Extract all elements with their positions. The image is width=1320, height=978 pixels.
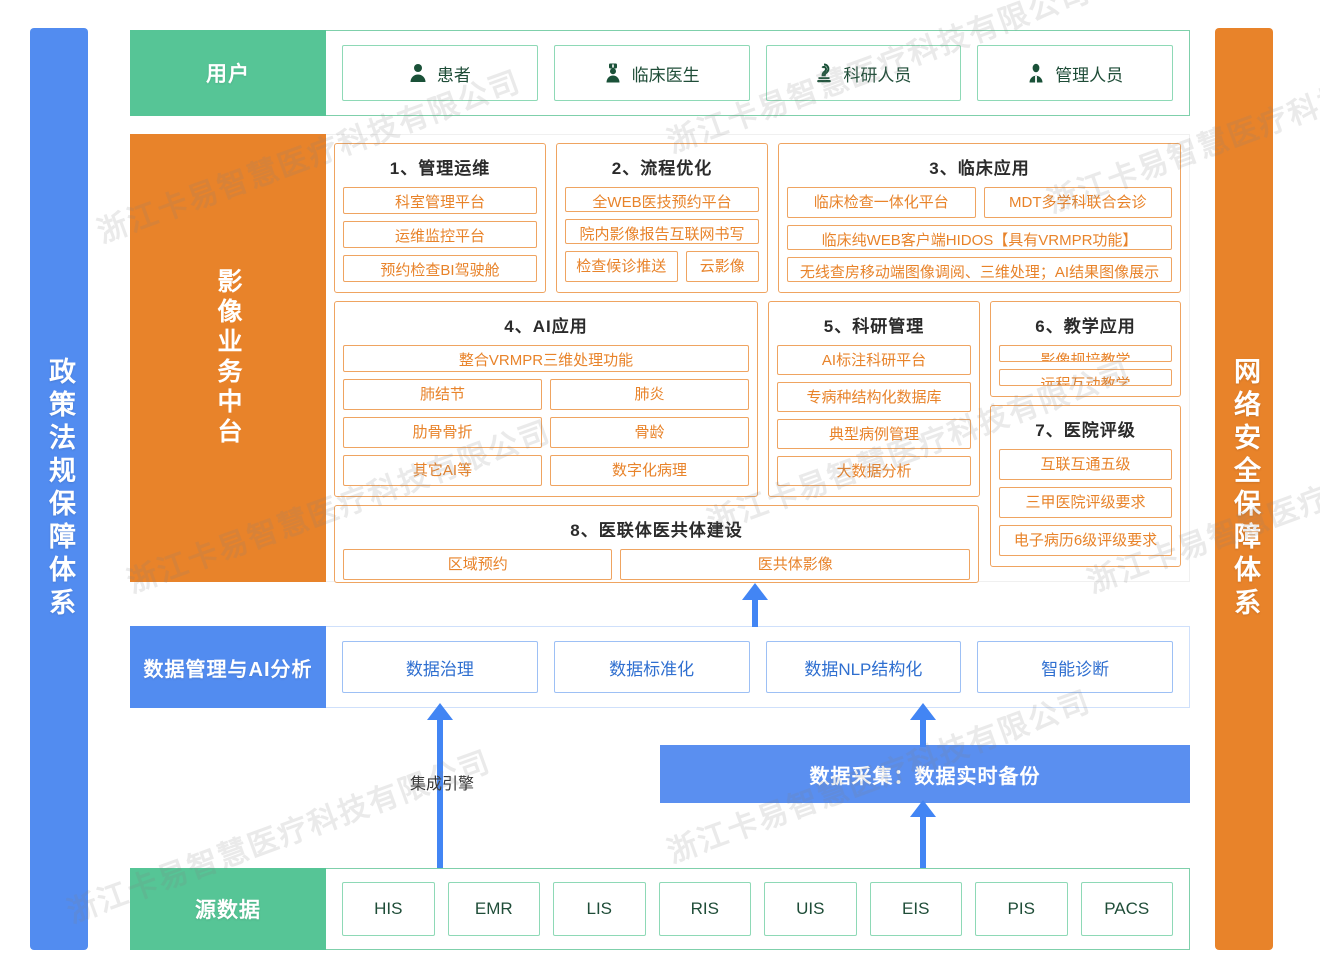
arrow-head [742,583,768,600]
group-chip[interactable]: 三甲医院评级要求 [999,487,1172,518]
user-card-researcher[interactable]: 科研人员 [765,45,962,101]
group-title: 3、临床应用 [929,159,1030,178]
group-chip[interactable]: 电子病历6级评级要求 [999,525,1172,556]
source-chip-eis[interactable]: EIS [869,882,962,936]
group-card-6: 6、教学应用 影像规培教学 远程互动教学 [990,301,1181,397]
group-title: 4、AI应用 [504,317,588,336]
imaging-platform-label: 影像业务中台 [130,134,326,582]
arrow-platform-to-data [742,583,768,627]
users-list: 患者 临床医生 科研人员 管理人员 [326,30,1190,116]
arrow-shaft [920,815,926,870]
group-chip[interactable]: 科室管理平台 [343,187,537,214]
arrow-source-to-collection [910,800,936,870]
arrow-integration-engine [427,703,453,871]
arrow-head [427,703,453,720]
arrow-shaft [752,598,758,627]
data-chip-governance[interactable]: 数据治理 [342,641,538,693]
group-card-2: 2、流程优化 全WEB医技预约平台 院内影像报告互联网书写 检查候诊推送 云影像 [556,143,768,293]
data-management-band: 数据管理与AI分析 数据治理 数据标准化 数据NLP结构化 智能诊断 [130,626,1190,708]
user-card-label: 科研人员 [843,65,912,85]
users-band-label: 用户 [130,30,326,116]
user-card-label: 患者 [436,65,471,85]
group-card-5: 5、科研管理 AI标注科研平台 专病种结构化数据库 典型病例管理 大数据分析 [768,301,980,497]
group-chip[interactable]: 肋骨骨折 [343,417,542,448]
group-chip[interactable]: 肺炎 [550,379,749,410]
data-chip-standardization[interactable]: 数据标准化 [553,641,750,693]
group-chip[interactable]: 医共体影像 [620,549,970,580]
manager-icon [1027,63,1045,83]
group-title: 2、流程优化 [611,159,713,178]
source-data-label: 源数据 [130,868,326,950]
arrow-shaft [920,718,926,747]
group-chip[interactable]: 其它AI等 [343,455,542,486]
group-title: 1、管理运维 [389,159,491,178]
group-card-7: 7、医院评级 互联互通五级 三甲医院评级要求 电子病历6级评级要求 [990,405,1181,567]
data-management-label: 数据管理与AI分析 [130,626,326,708]
group-card-8: 8、医联体医共体建设 区域预约 医共体影像 [334,505,979,583]
data-management-list: 数据治理 数据标准化 数据NLP结构化 智能诊断 [326,626,1190,708]
group-chip[interactable]: 区域预约 [343,549,613,580]
group-chip[interactable]: 临床检查一体化平台 [787,187,976,218]
integration-engine-label: 集成引擎 [409,776,474,793]
user-card-patient[interactable]: 患者 [342,45,538,101]
group-chip[interactable]: 院内影像报告互联网书写 [565,219,759,244]
imaging-platform-band: 影像业务中台 1、管理运维 科室管理平台 运维监控平台 预约检查BI驾驶舱 2、… [130,134,1190,583]
group-title: 6、教学应用 [1035,317,1136,336]
group-chip[interactable]: 预约检查BI驾驶舱 [343,255,537,282]
group-card-1: 1、管理运维 科室管理平台 运维监控平台 预约检查BI驾驶舱 [334,143,546,293]
group-title: 8、医联体医共体建设 [570,521,743,540]
arrow-head [910,800,936,817]
group-card-3: 3、临床应用 临床检查一体化平台 MDT多学科联合会诊 临床纯WEB客户端HID… [778,143,1181,293]
user-card-label: 管理人员 [1055,65,1124,85]
data-collection-box: 数据采集：数据实时备份 [660,745,1190,803]
source-data-band: 源数据 HIS EMR LIS RIS UIS EIS PIS PACS [130,868,1190,950]
source-chip-pis[interactable]: PIS [975,882,1068,936]
group-chip[interactable]: 影像规培教学 [999,345,1172,362]
arrow-collection-to-data [910,703,936,747]
group-chip[interactable]: 检查候诊推送 [565,251,678,282]
group-title: 7、医院评级 [1035,421,1136,440]
group-card-4: 4、AI应用 整合VRMPR三维处理功能 肺结节 肺炎 肋骨骨折 骨龄 其它AI… [334,301,758,497]
doctor-icon [604,63,622,83]
data-chip-intelligent-diagnosis[interactable]: 智能诊断 [977,641,1173,693]
source-chip-uis[interactable]: UIS [764,882,857,936]
users-band: 用户 患者 临床医生 科研人员 管理人员 [130,30,1190,116]
group-chip[interactable]: 云影像 [685,251,759,282]
group-chip[interactable]: 数字化病理 [550,455,749,486]
group-chip[interactable]: 骨龄 [550,417,749,448]
source-chip-pacs[interactable]: PACS [1080,882,1173,936]
source-chip-his[interactable]: HIS [342,882,435,936]
arrow-shaft [437,718,443,871]
left-pillar-policy-regulation: 政策法规保障体系 [30,28,88,950]
source-data-list: HIS EMR LIS RIS UIS EIS PIS PACS [326,868,1190,950]
microscope-icon [815,63,833,83]
group-chip[interactable]: AI标注科研平台 [777,345,971,375]
user-card-label: 临床医生 [631,65,700,85]
user-card-clinician[interactable]: 临床医生 [553,45,750,101]
group-chip[interactable]: 远程互动教学 [999,369,1172,386]
group-chip[interactable]: 临床纯WEB客户端HIDOS【具有VRMPR功能】 [787,225,1172,250]
right-pillar-network-security: 网络安全保障体系 [1215,28,1273,950]
user-card-administrator[interactable]: 管理人员 [977,45,1173,101]
group-title: 5、科研管理 [823,317,925,336]
group-chip[interactable]: 无线查房移动端图像调阅、三维处理；AI结果图像展示 [787,257,1172,282]
group-chip[interactable]: 运维监控平台 [343,221,537,248]
group-chip[interactable]: 互联互通五级 [999,449,1172,480]
group-chip[interactable]: 整合VRMPR三维处理功能 [343,345,749,372]
person-icon [409,63,427,83]
group-chip[interactable]: 肺结节 [343,379,542,410]
group-chip[interactable]: MDT多学科联合会诊 [983,187,1172,218]
source-chip-lis[interactable]: LIS [553,882,646,936]
group-chip[interactable]: 典型病例管理 [777,419,971,449]
imaging-platform-body: 1、管理运维 科室管理平台 运维监控平台 预约检查BI驾驶舱 2、流程优化 全W… [326,134,1190,583]
group-chip[interactable]: 专病种结构化数据库 [777,382,971,412]
group-chip[interactable]: 大数据分析 [777,456,971,486]
arrow-head [910,703,936,720]
group-chip[interactable]: 全WEB医技预约平台 [565,187,759,212]
source-chip-emr[interactable]: EMR [447,882,540,936]
data-chip-nlp[interactable]: 数据NLP结构化 [765,641,962,693]
source-chip-ris[interactable]: RIS [658,882,751,936]
